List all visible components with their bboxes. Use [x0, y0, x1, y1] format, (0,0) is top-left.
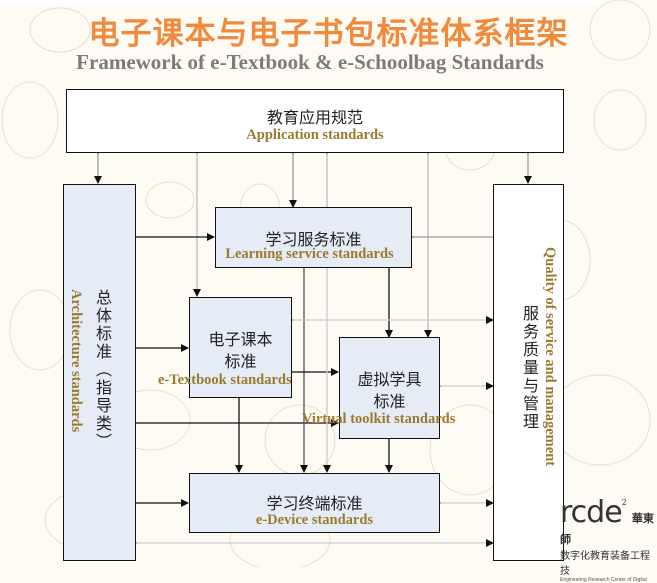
- logo-cn-text: 数字化教育装备工程技: [560, 551, 650, 577]
- edevice-label-en: e-Device standards: [255, 512, 374, 528]
- learning-service-label-cn: 学习服务标准: [265, 230, 362, 249]
- virtual-toolkit-label-cn-line2: 标准: [373, 392, 406, 411]
- title-english: Framework of e-Textbook & e-Schoolbag St…: [76, 50, 544, 74]
- quality-label-cn: 服务质量与管理: [520, 305, 539, 431]
- logo-superscript: 2: [621, 498, 627, 507]
- application-standards-box: 教育应用规范 Application standards: [66, 89, 564, 153]
- etextbook-label-cn-line1: 电子课本: [208, 330, 273, 349]
- quality-label-en: Quality of service and management: [542, 247, 558, 467]
- edevice-standards-box: 学习终端标准 e-Device standards: [189, 473, 440, 533]
- edevice-label-cn: 学习终端标准: [266, 494, 363, 513]
- virtual-toolkit-label-cn-line1: 虚拟学具: [357, 370, 422, 389]
- top-strip: [0, 0, 600, 6]
- architecture-label-cn: 总体标准（指导类）: [93, 289, 112, 451]
- architecture-label-en: Architecture standards: [68, 289, 84, 433]
- learning-service-label-en: Learning service standards: [225, 246, 394, 262]
- title-chinese: 电子课本与电子书包标准体系框架: [88, 16, 569, 52]
- logo-mark: rcde: [560, 495, 623, 530]
- architecture-standards-box: 总体标准（指导类） Architecture standards: [63, 184, 136, 561]
- application-label-cn: 教育应用规范: [266, 108, 363, 127]
- virtual-toolkit-label-en: Virtual toolkit standards: [302, 411, 456, 427]
- logo: rcde2 華東師 数字化教育装备工程技 Engineering Researc…: [560, 498, 657, 583]
- quality-management-box: 服务质量与管理 Quality of service and managemen…: [493, 184, 564, 561]
- logo-en-text: Engineering Research Center of Digital: [560, 577, 647, 583]
- etextbook-label-cn-line2: 标准: [224, 352, 257, 371]
- connector-lines: [94, 146, 532, 547]
- etextbook-standards-box: 电子课本 标准: [189, 297, 292, 398]
- etextbook-label-en: e-Textbook standards: [158, 372, 292, 388]
- application-label-en: Application standards: [246, 127, 384, 143]
- learning-service-standards-box: 学习服务标准 Learning service standards: [215, 207, 412, 268]
- logo-brand: 華東師: [560, 512, 654, 546]
- virtual-toolkit-standards-box: 虚拟学具 标准: [339, 337, 440, 439]
